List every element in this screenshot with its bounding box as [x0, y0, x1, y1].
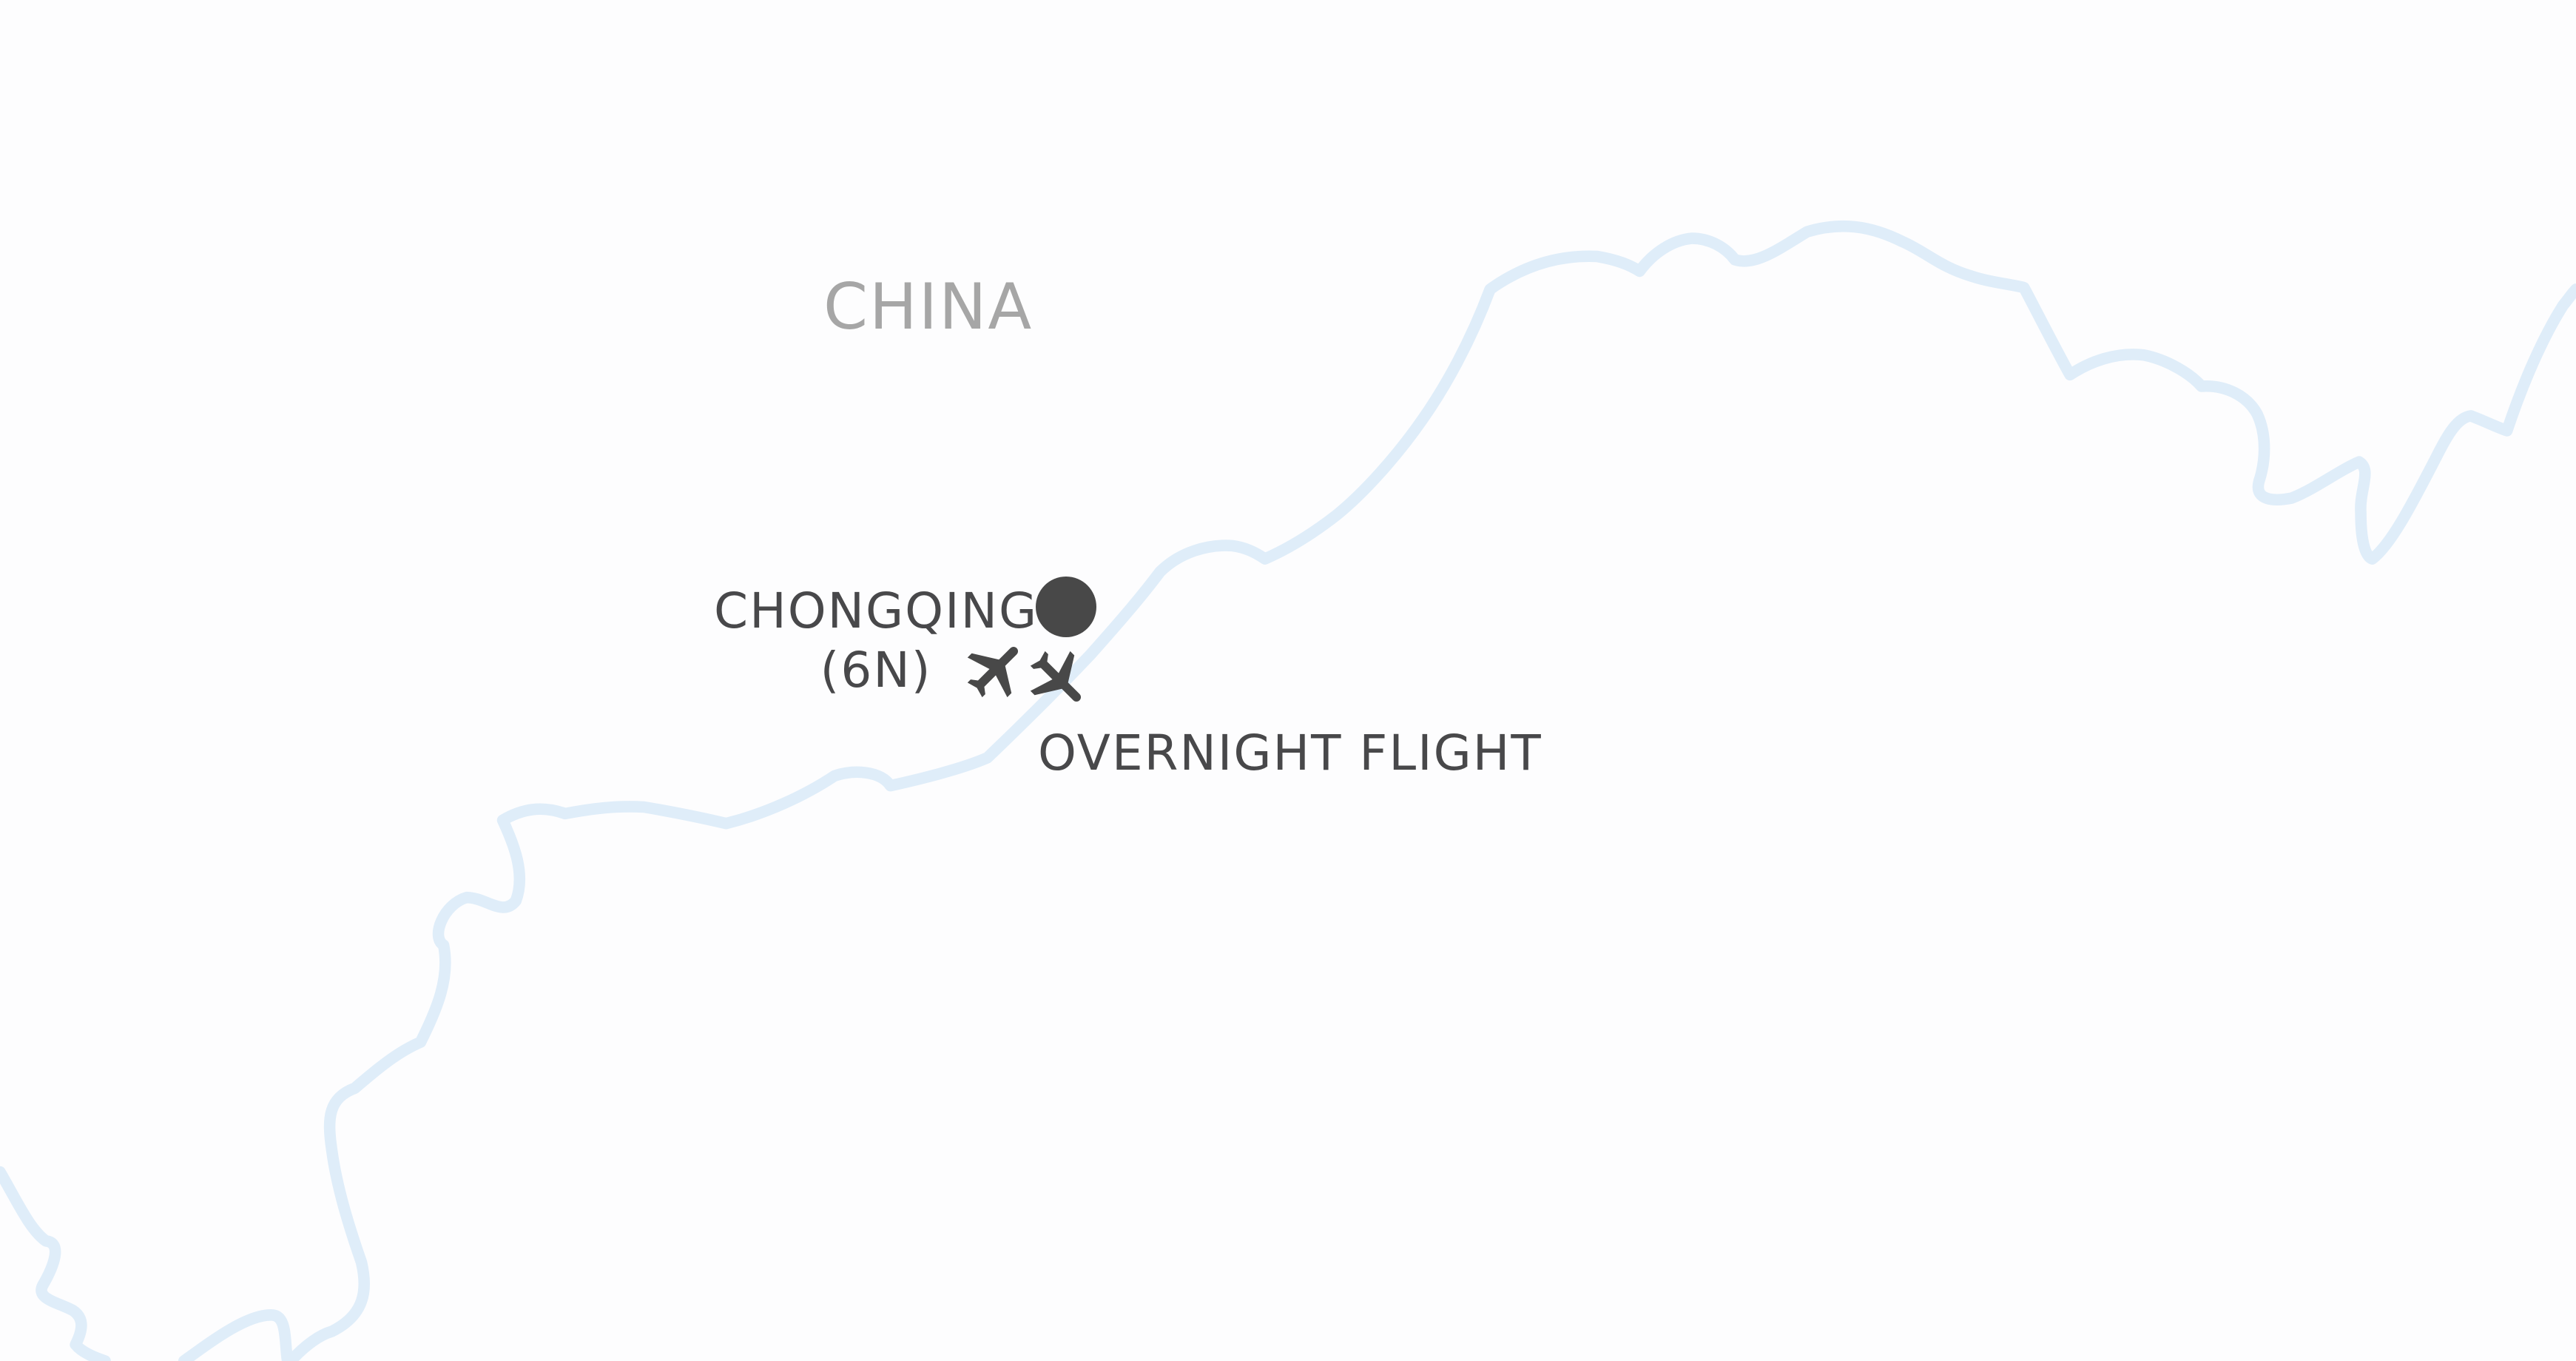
city-nights: (6N)	[820, 642, 932, 699]
country-label-china: CHINA	[823, 270, 1034, 344]
overnight-flight-label: OVERNIGHT FLIGHT	[1038, 725, 1542, 782]
airplane-arrival-icon	[1023, 644, 1094, 715]
airplane-departure-icon	[960, 634, 1031, 705]
city-label-chongqing[interactable]: CHONGQING (6N)	[714, 587, 1038, 695]
city-marker-icon[interactable]	[1036, 577, 1096, 637]
city-name: CHONGQING	[714, 582, 1039, 639]
